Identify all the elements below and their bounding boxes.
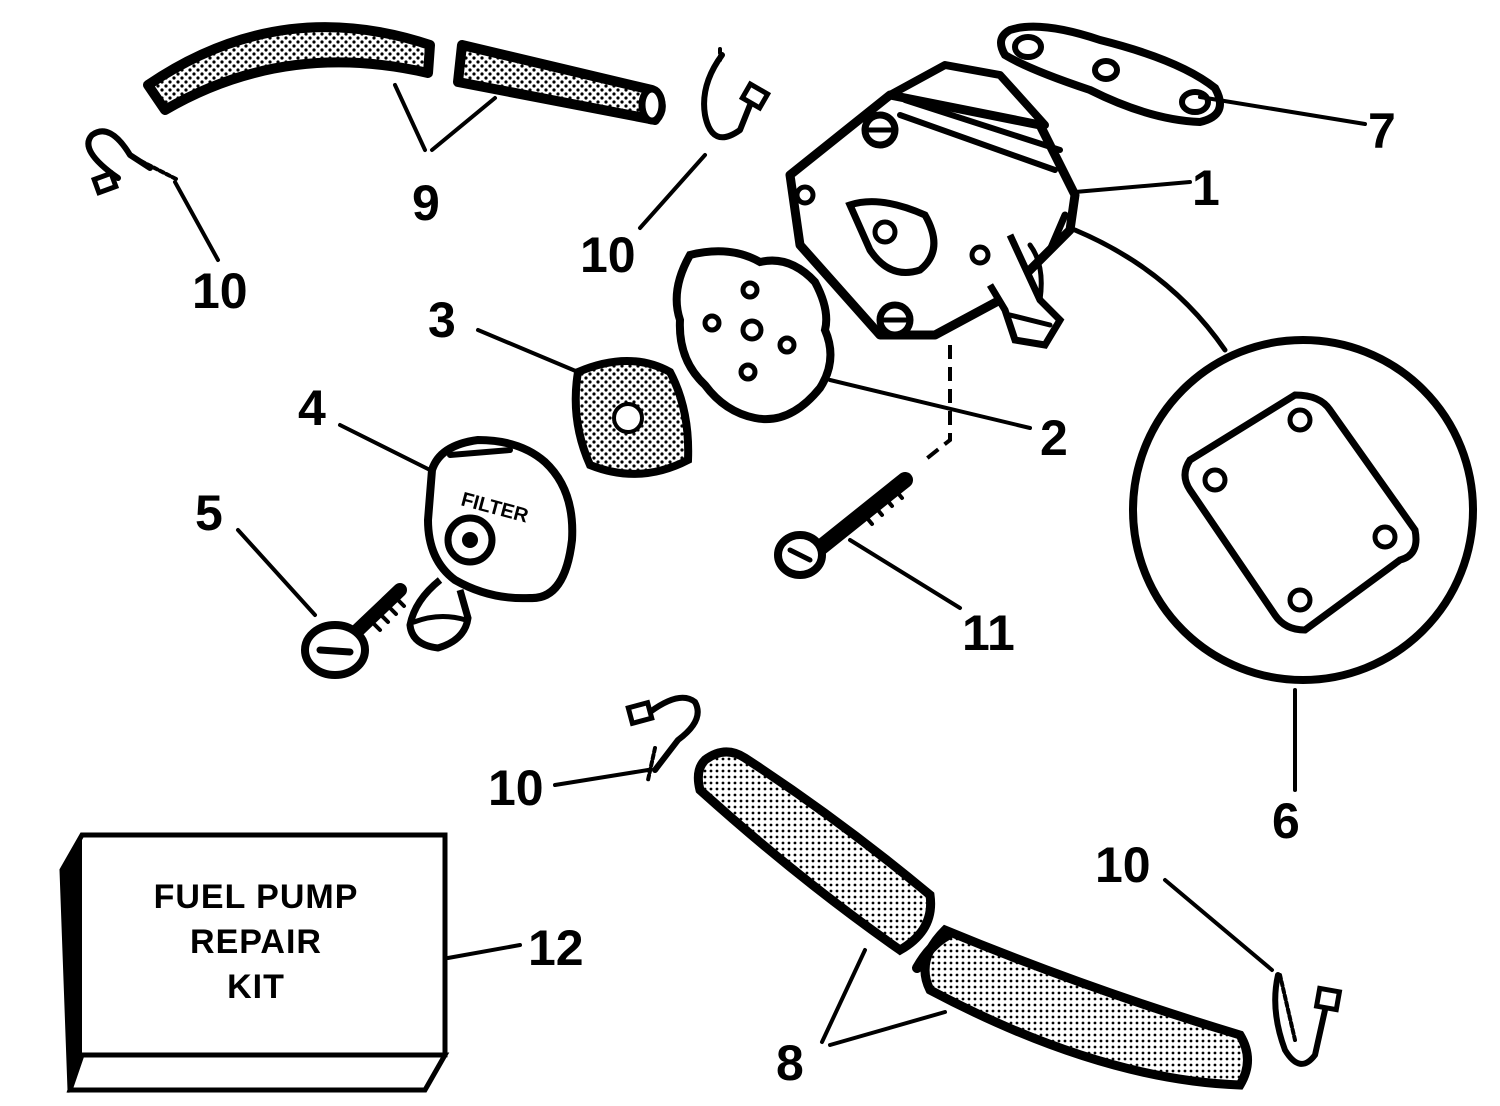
hose-clamp-bottom-right <box>1272 972 1343 1067</box>
callout-12: 12 <box>528 920 584 976</box>
hose-clamp-top-left <box>85 128 180 196</box>
fuel-pump-repair-kit-box: FUEL PUMP REPAIR KIT <box>59 832 450 1093</box>
filter-cover: FILTER <box>406 435 577 652</box>
fuel-hose-upper-set <box>143 22 666 125</box>
kit-box-line-2: REPAIR <box>190 923 322 961</box>
pump-mounting-gasket <box>997 22 1224 127</box>
fuel-hose-lower-long <box>920 924 1252 1090</box>
filter-screen <box>571 357 693 478</box>
callout-6: 6 <box>1272 793 1300 849</box>
callout-7: 7 <box>1368 103 1396 159</box>
fuel-hose-lower-short <box>693 747 936 956</box>
fuel-hose-lower-set <box>693 747 1252 1090</box>
callout-4: 4 <box>298 380 326 436</box>
callout-numbers: 1 2 3 4 5 6 7 8 9 10 10 10 10 11 12 <box>192 103 1396 1091</box>
callout-5: 5 <box>195 485 223 541</box>
fuel-pump-body <box>785 61 1080 349</box>
hose-clamp-top-center <box>701 46 772 141</box>
kit-box-line-3: KIT <box>227 968 285 1006</box>
callout-11: 11 <box>962 605 1015 661</box>
callout-10-bottom-right: 10 <box>1095 837 1151 893</box>
callout-1: 1 <box>1192 160 1220 216</box>
fuel-hose-straight <box>453 40 666 125</box>
kit-box-line-1: FUEL PUMP <box>154 878 359 916</box>
callout-3: 3 <box>428 292 456 348</box>
pump-diaphragm <box>672 247 835 424</box>
hose-clamp-bottom-center <box>625 694 701 782</box>
crankcase-gasket-detail <box>1072 227 1477 684</box>
leader-lines <box>173 83 1367 1047</box>
callout-10-top-left: 10 <box>192 263 248 319</box>
callout-10-top-center: 10 <box>580 227 636 283</box>
callout-9: 9 <box>412 175 440 231</box>
filter-cover-screw <box>301 583 407 679</box>
fuel-hose-curved <box>143 22 435 115</box>
callout-2: 2 <box>1040 410 1068 466</box>
pump-mounting-screw <box>774 345 952 579</box>
callout-8: 8 <box>776 1035 804 1091</box>
callout-10-bottom-center: 10 <box>488 760 544 816</box>
